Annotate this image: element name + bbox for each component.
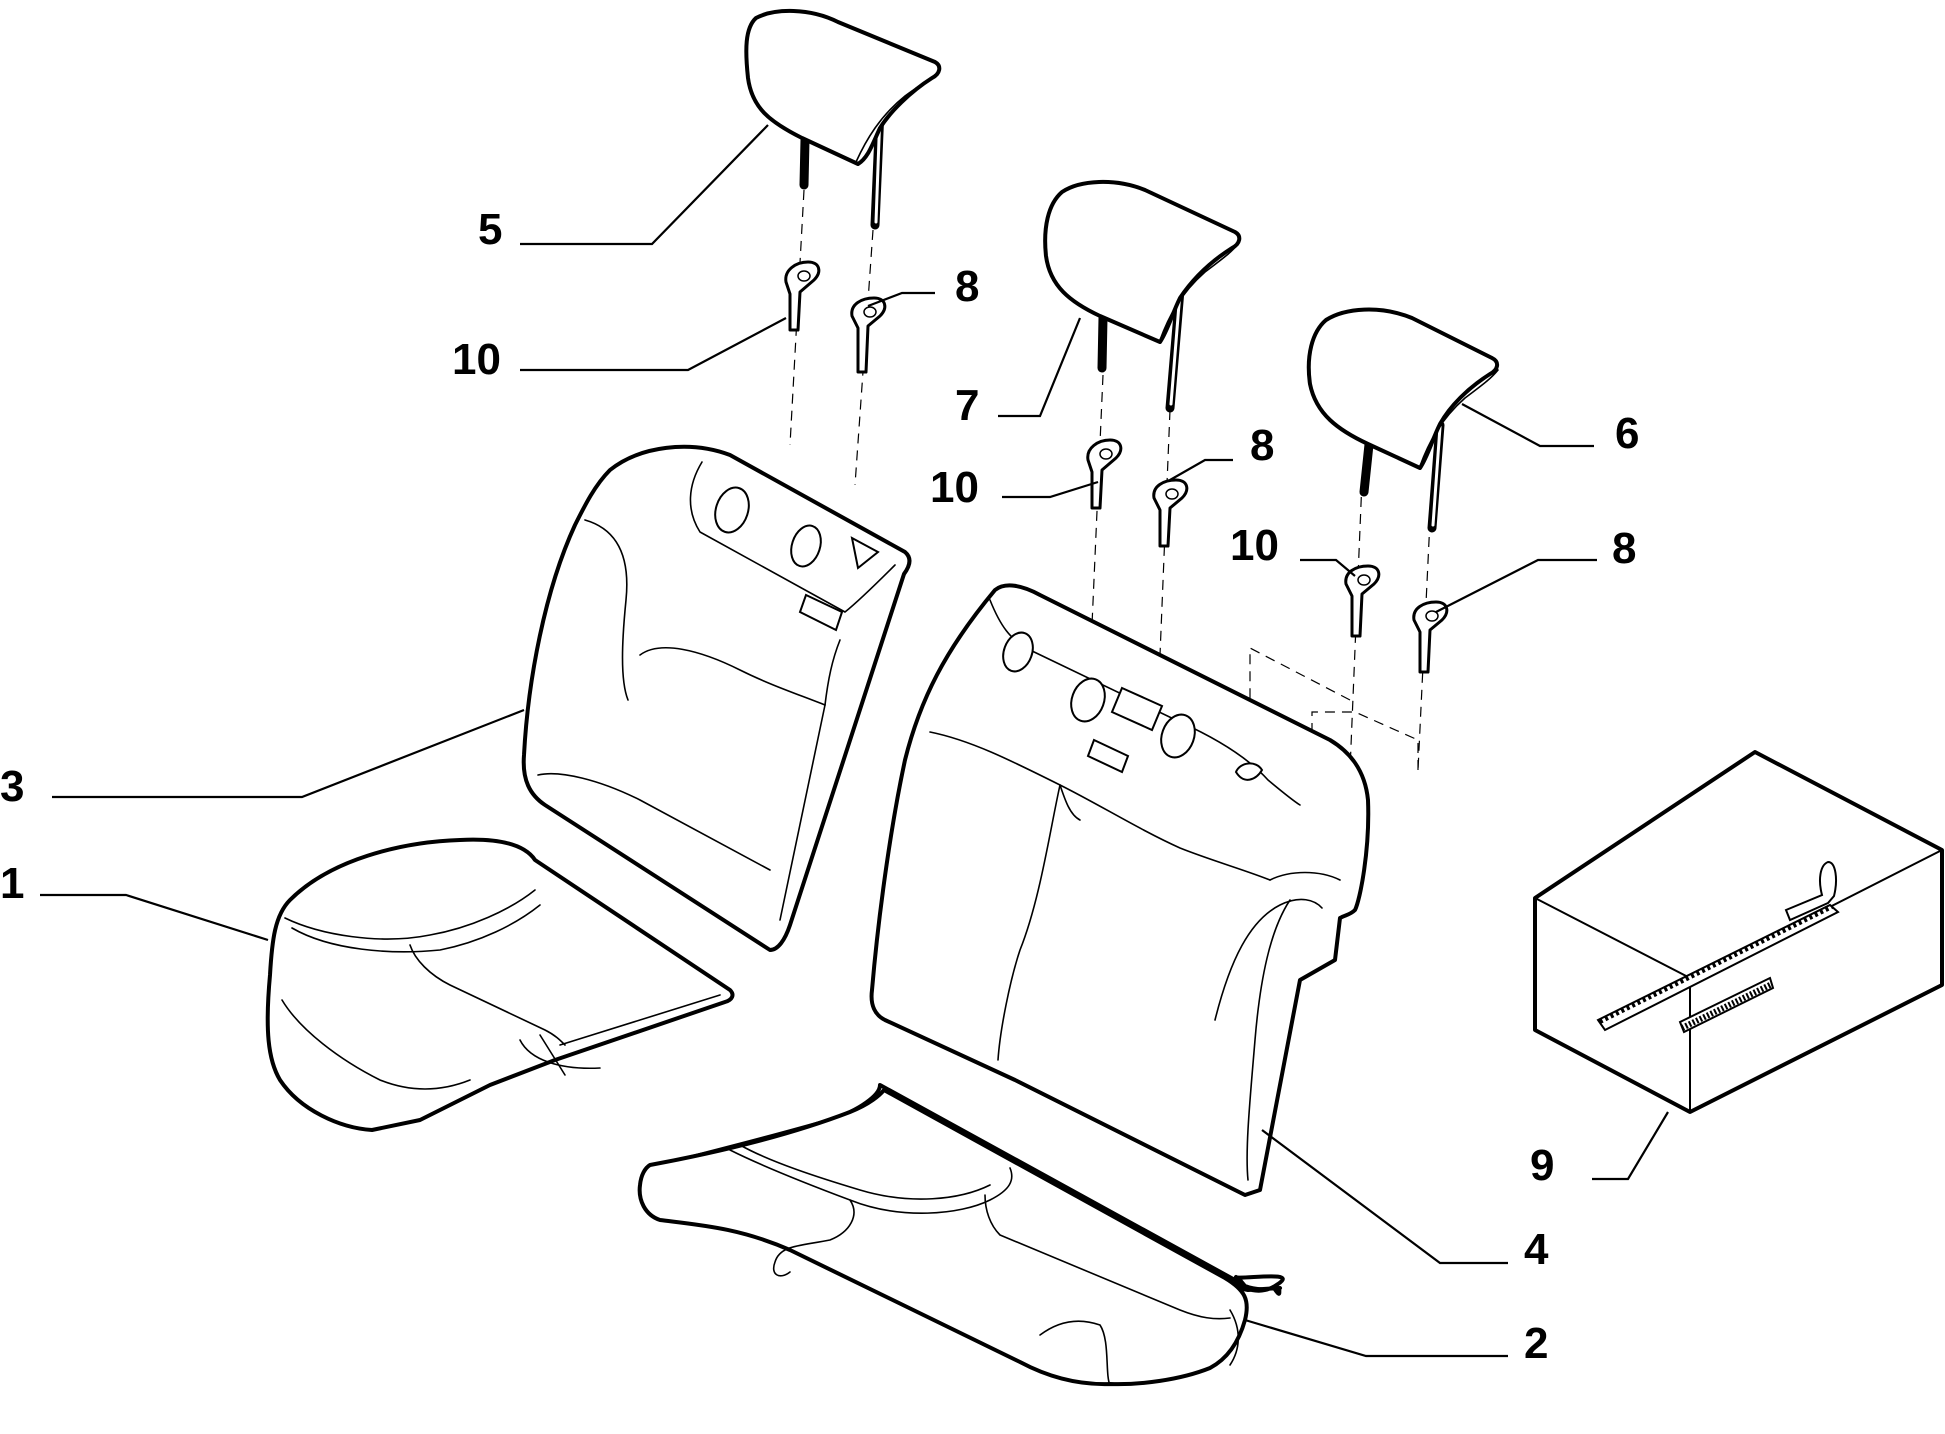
seat-cushion-cover-2[interactable]	[637, 1083, 1285, 1387]
leader-10-top	[520, 317, 787, 372]
callout-10-top: 10	[452, 335, 501, 384]
callout-9: 9	[1530, 1141, 1554, 1190]
leader-lines	[40, 124, 1669, 1358]
leader-8-top	[867, 291, 935, 308]
headrest-6[interactable]	[1306, 307, 1499, 533]
guide-10-right[interactable]	[1344, 564, 1381, 638]
leader-1	[40, 893, 269, 942]
guide-8-right[interactable]	[1412, 600, 1449, 674]
backrest-cover-4[interactable]	[869, 583, 1371, 1197]
callout-7: 7	[955, 381, 979, 430]
leader-7	[998, 317, 1082, 418]
guide-10-middle[interactable]	[1086, 438, 1123, 510]
leader-6	[1461, 403, 1594, 448]
callout-labels: 5 8 10 7 8 10 6 10 8 3 1 9 4 2	[0, 205, 1639, 1368]
guide-8-middle[interactable]	[1152, 478, 1189, 548]
seat-cushion-cover-1[interactable]	[265, 837, 735, 1132]
headrest-7[interactable]	[1043, 180, 1242, 413]
repair-kit-box-9[interactable]	[1533, 750, 1944, 1114]
guide-10-top[interactable]	[784, 260, 821, 332]
leader-10-middle	[1002, 480, 1099, 499]
callout-2: 2	[1524, 1319, 1548, 1368]
headrest-5[interactable]	[744, 9, 942, 230]
leader-2	[1244, 1318, 1508, 1358]
callout-8-top: 8	[955, 262, 979, 311]
leader-10-right	[1300, 558, 1356, 577]
callout-6: 6	[1615, 409, 1639, 458]
leader-4	[1261, 1129, 1508, 1265]
callout-8-middle: 8	[1250, 421, 1274, 470]
leader-3	[52, 708, 525, 799]
guide-8-top[interactable]	[850, 296, 887, 374]
leader-8-middle	[1169, 458, 1233, 481]
callout-5: 5	[478, 205, 502, 254]
headrest-guides	[784, 260, 1449, 674]
callout-3: 3	[0, 762, 24, 811]
callout-8-right: 8	[1612, 524, 1636, 573]
callout-10-middle: 10	[930, 463, 979, 512]
callout-10-right: 10	[1230, 521, 1279, 570]
leader-9	[1592, 1111, 1669, 1181]
callout-1: 1	[0, 859, 24, 908]
leader-8-right	[1435, 558, 1597, 613]
backrest-cover-3[interactable]	[521, 444, 912, 952]
callout-4: 4	[1524, 1225, 1549, 1274]
leader-5	[520, 124, 769, 246]
